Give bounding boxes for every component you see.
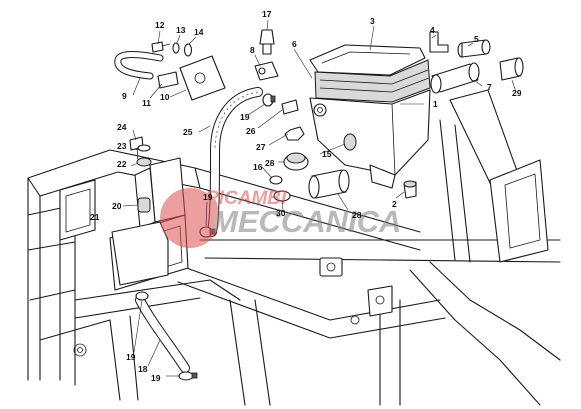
watermark-line1: RICAMBI — [205, 188, 287, 209]
screw-26 — [281, 99, 299, 115]
watermark-line2: MECCANICA — [212, 204, 401, 239]
grommet-15 — [343, 133, 357, 151]
callout-14: 14 — [194, 27, 204, 37]
fitting-4 — [429, 31, 449, 53]
callout-20: 21 — [90, 212, 100, 222]
drain-plug-2 — [403, 180, 417, 199]
clamp-19-lower-b — [178, 371, 198, 381]
bellows-28-lower — [308, 169, 350, 199]
callout-28-lower: 28 — [352, 210, 362, 220]
callout-6: 6 — [292, 39, 297, 49]
clamp-19-upper — [262, 93, 276, 107]
callout-19-mid: 19 — [203, 192, 213, 202]
spacer-21 — [137, 197, 151, 213]
cap-29 — [499, 57, 524, 81]
callout-10: 10 — [160, 92, 170, 102]
clamp-19-lower-a — [135, 291, 149, 301]
washer-14 — [183, 43, 193, 57]
callout-19-upper: 19 — [240, 112, 250, 122]
callout-21: 20 — [112, 201, 122, 211]
bolt-12 — [151, 41, 171, 53]
callout-13: 13 — [176, 25, 186, 35]
callout-1: 1 — [433, 99, 438, 109]
washer-23 — [137, 144, 151, 152]
valve-17 — [259, 29, 275, 55]
hose-9 — [114, 51, 164, 80]
callout-23: 23 — [117, 141, 127, 151]
callout-28-upper: 28 — [265, 158, 275, 168]
callout-labels: 12 13 14 17 3 4 5 8 6 9 11 10 1 7 29 24 … — [90, 9, 522, 383]
motorcycle-frame — [27, 89, 561, 406]
callout-18: 18 — [138, 364, 148, 374]
fitting-11 — [157, 71, 179, 89]
clip-16 — [269, 175, 283, 185]
callout-7: 7 — [487, 82, 492, 92]
callout-5: 5 — [474, 34, 479, 44]
sleeve-5 — [457, 39, 491, 58]
callout-12: 12 — [155, 20, 165, 30]
bellows-28-upper — [283, 152, 309, 171]
watermark-logo-circle — [160, 188, 220, 248]
callout-19-lower-b: 19 — [151, 373, 161, 383]
callout-4: 4 — [430, 25, 435, 35]
callout-25: 25 — [183, 127, 193, 137]
callout-16: 16 — [253, 162, 263, 172]
callout-3: 3 — [370, 16, 375, 26]
callout-26: 26 — [246, 126, 256, 136]
nut-27 — [284, 126, 305, 141]
callout-11: 11 — [142, 98, 151, 108]
sensor-8 — [254, 61, 279, 81]
air-box-assembly — [309, 44, 431, 189]
watermark: RICAMBI MECCANICA — [160, 188, 401, 248]
callout-8: 8 — [250, 45, 255, 55]
hose-18 — [135, 295, 190, 373]
callout-24: 24 — [117, 122, 127, 132]
plate-10 — [179, 55, 226, 101]
leader-lines — [122, 19, 517, 377]
grommet-22 — [136, 157, 152, 167]
callout-9: 9 — [122, 91, 127, 101]
callout-2: 2 — [392, 199, 397, 209]
callout-17: 17 — [262, 9, 272, 19]
callout-15: 15 — [322, 149, 332, 159]
battery-box-20 — [111, 221, 169, 286]
washer-13 — [172, 42, 180, 54]
callout-19-lower-a: 19 — [126, 352, 136, 362]
intake-duct-7 — [430, 62, 480, 94]
callout-30: 30 — [276, 208, 286, 218]
callout-29: 29 — [512, 88, 522, 98]
callout-22: 22 — [117, 159, 127, 169]
callout-27: 27 — [256, 142, 266, 152]
